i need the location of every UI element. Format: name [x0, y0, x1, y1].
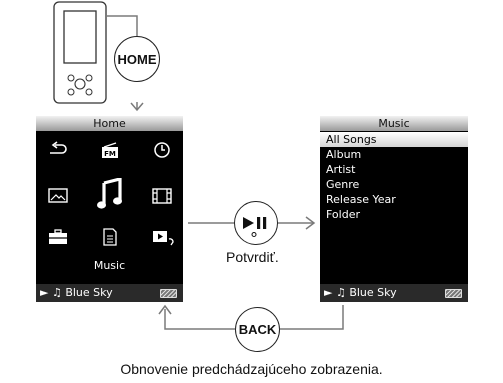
- music-screen: Music All Songs Album Artist Genre Relea…: [320, 116, 468, 302]
- svg-text:FM: FM: [104, 150, 116, 158]
- back-caption: Obnovenie predchádzajúceho zobrazenia.: [120, 361, 383, 377]
- menu-item-release-year[interactable]: Release Year: [326, 193, 396, 206]
- home-button[interactable]: HOME: [114, 36, 160, 82]
- now-playing-bar: ► ♫ Blue Sky: [36, 284, 183, 302]
- home-screen-title: Home: [36, 116, 183, 131]
- back-button-label: BACK: [238, 322, 277, 337]
- menu-item-artist[interactable]: Artist: [326, 163, 356, 176]
- device-icon: [53, 1, 107, 104]
- fm-radio-icon[interactable]: FM: [100, 142, 120, 160]
- now-playing-bar: ► ♫ Blue Sky: [320, 284, 468, 302]
- music-arrowhead: [305, 216, 316, 230]
- music-menu-list: All Songs Album Artist Genre Release Yea…: [320, 132, 468, 222]
- now-playing-text: ► ♫ Blue Sky: [40, 286, 113, 299]
- menu-item-folder[interactable]: Folder: [326, 208, 360, 221]
- back-line-right: [280, 305, 344, 330]
- menu-item-genre[interactable]: Genre: [326, 178, 360, 191]
- selected-item-label: Music: [93, 259, 126, 272]
- confirm-caption: Potvrdiť.: [226, 249, 279, 265]
- music-screen-title: Music: [320, 116, 468, 131]
- home-button-label: HOME: [117, 51, 157, 67]
- play-pause-icon: [243, 217, 267, 237]
- briefcase-icon[interactable]: [48, 229, 68, 245]
- menu-item-all-songs[interactable]: All Songs: [320, 132, 468, 147]
- play-pause-button[interactable]: [234, 201, 278, 245]
- back-line-left: [164, 309, 235, 330]
- device-to-home-line: [107, 15, 138, 36]
- clock-icon[interactable]: [153, 141, 171, 159]
- back-arrowhead: [158, 304, 172, 315]
- menu-item-album[interactable]: Album: [326, 148, 362, 161]
- photo-icon[interactable]: [48, 188, 68, 204]
- now-playing-text: ► ♫ Blue Sky: [324, 286, 397, 299]
- battery-icon: [445, 289, 462, 298]
- home-arrowhead: [130, 102, 144, 112]
- podcast-document-icon[interactable]: [102, 228, 118, 246]
- battery-icon: [160, 289, 177, 298]
- back-button[interactable]: BACK: [235, 307, 280, 352]
- home-screen: Home FM: [36, 116, 183, 302]
- shuffle-icon[interactable]: [47, 141, 69, 159]
- video-playback-icon[interactable]: [152, 229, 176, 247]
- video-film-icon[interactable]: [152, 188, 172, 204]
- music-note-icon[interactable]: [96, 178, 124, 210]
